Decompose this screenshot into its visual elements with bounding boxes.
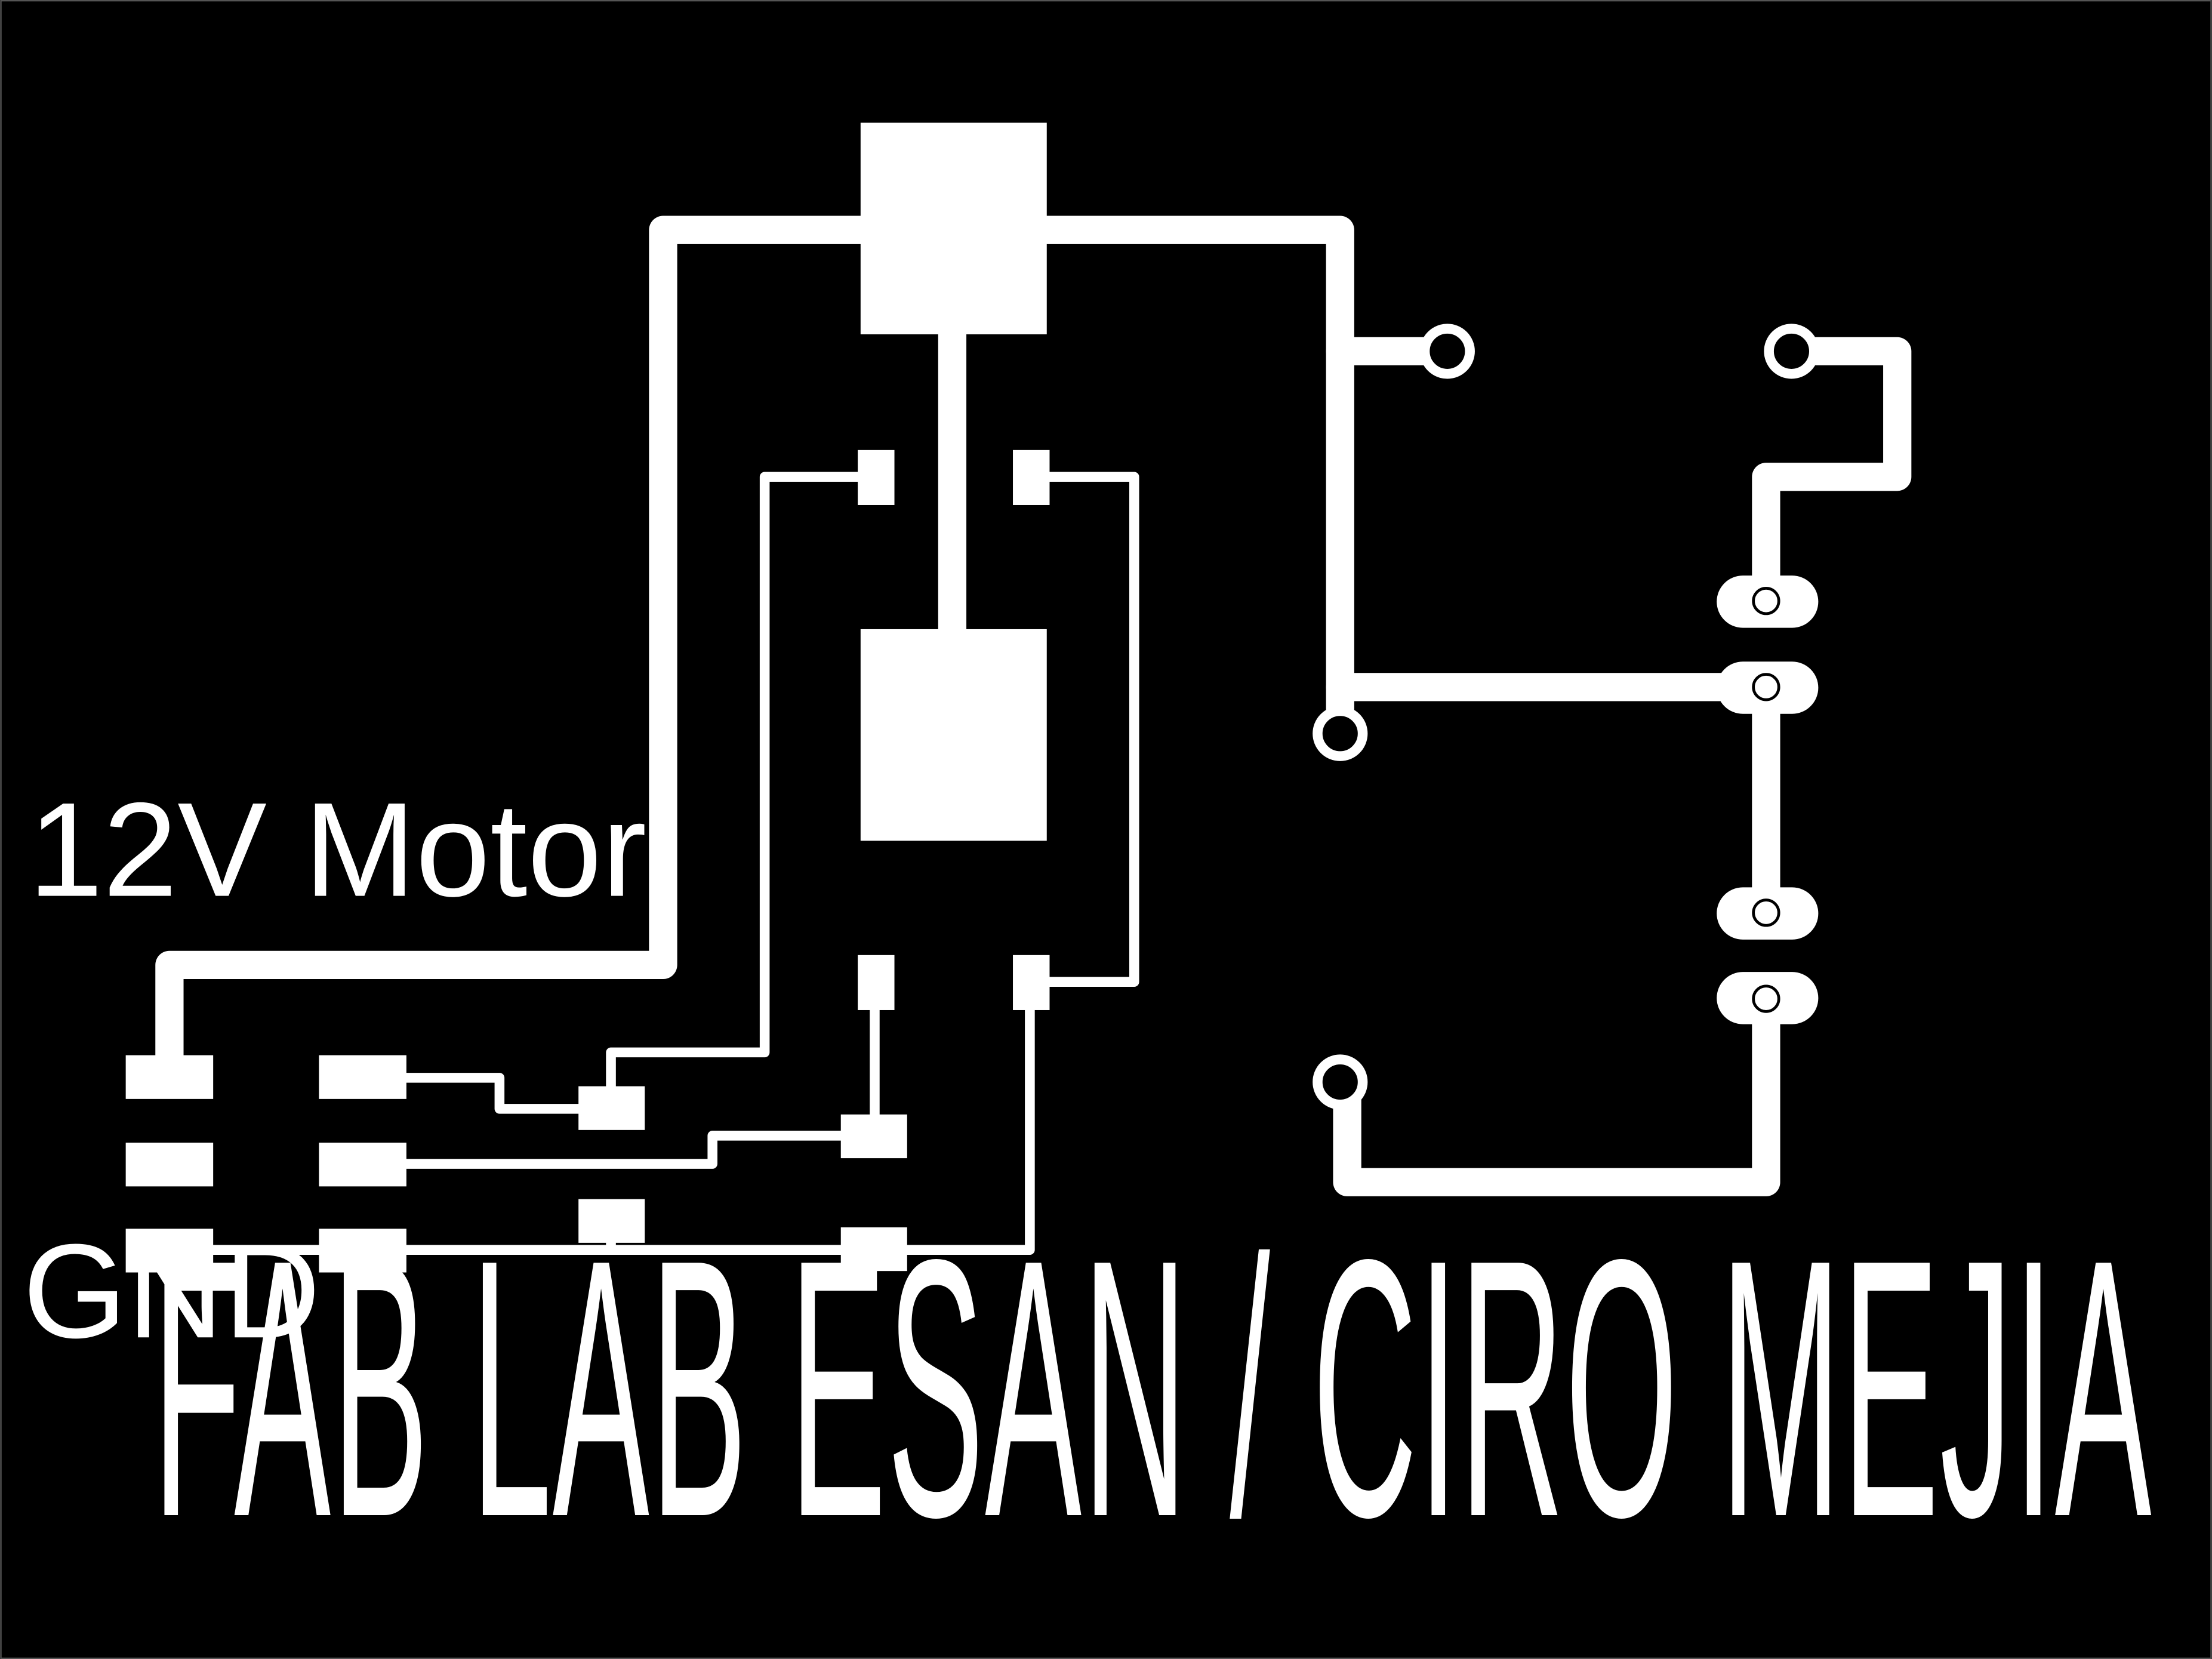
header-pad-4 [1717, 972, 1819, 1024]
trace-signal-1 [401, 1073, 616, 1114]
component-pad-c [840, 1114, 907, 1159]
header-pad-2 [1717, 661, 1819, 714]
via-top-right [1764, 324, 1819, 379]
header-pad-1 [1717, 575, 1819, 628]
power-label: 12V Motor [29, 775, 647, 925]
header-pad-3 [1717, 887, 1819, 940]
connector-pad-5 [319, 1143, 406, 1187]
connector-pad-2 [125, 1143, 214, 1187]
component-pad-b [578, 1199, 645, 1243]
connector-pad-6 [319, 1229, 406, 1273]
via-bottom [1313, 1054, 1368, 1110]
pad-small-top-right [1013, 450, 1050, 505]
component-pad-d [840, 1227, 907, 1272]
trace-gnd [207, 977, 1035, 1255]
vias [1313, 324, 1819, 1110]
ground-label: GND [23, 1216, 321, 1366]
regulator-pad-bottom [860, 629, 1047, 841]
pad-small-mid-left [858, 955, 895, 1010]
board-title: FAB LAB ESAN / CIRO MEJIA [153, 1184, 2153, 1593]
trace-signal-2 [606, 472, 880, 1114]
smd-pads [125, 122, 1050, 1273]
trace-motor-power [155, 216, 889, 1089]
connector-pad-3 [125, 1229, 214, 1273]
component-pad-a [578, 1086, 645, 1130]
via-top-left [1419, 324, 1475, 379]
connector-pad-1 [125, 1055, 214, 1099]
regulator-pad-top [860, 122, 1047, 335]
trace-regulator-right [1022, 216, 1354, 748]
via-mid [1313, 706, 1368, 761]
pad-small-mid-right [1013, 955, 1050, 1010]
pad-small-top-left [858, 450, 895, 505]
header-pads [1717, 575, 1819, 1024]
trace-signal-3 [401, 1131, 880, 1169]
trace-via-to-header [1752, 337, 1912, 615]
trace-signal-5 [1025, 472, 1139, 987]
connector-pad-4 [319, 1055, 406, 1099]
